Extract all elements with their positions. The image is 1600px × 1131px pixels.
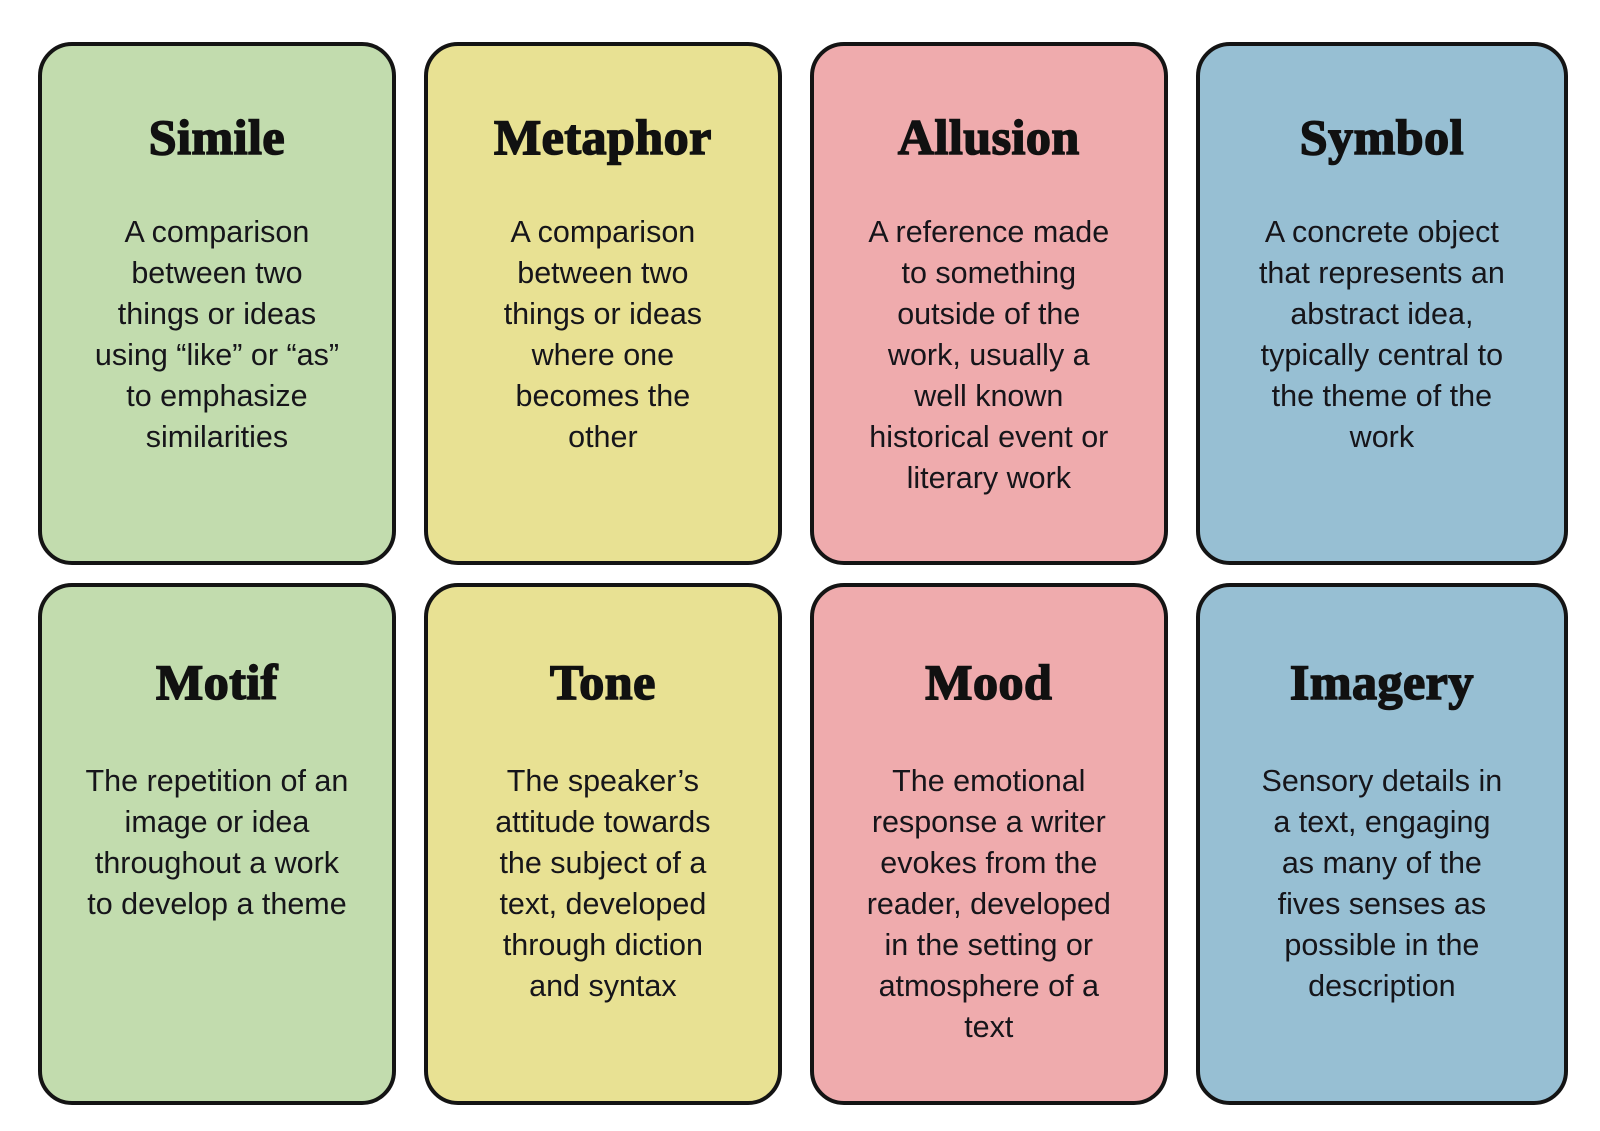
card-title: Allusion	[897, 109, 1080, 165]
card-definition: A concrete object that represents an abs…	[1258, 215, 1505, 455]
card-definition: The emotional response a writer evokes f…	[866, 763, 1111, 1044]
term-card-mood[interactable]: Mood The emotional response a writer evo…	[809, 582, 1168, 1105]
term-card-imagery[interactable]: Imagery Sensory details in a text, engag…	[1195, 582, 1568, 1105]
term-card-simile[interactable]: Simile A comparison between two things o…	[38, 42, 396, 565]
card-definition: A comparison between two things or ideas…	[94, 215, 339, 455]
card-title: Mood	[924, 653, 1053, 710]
card-definition: A reference made to something outside of…	[868, 215, 1110, 496]
card-definition: A comparison between two things or ideas…	[503, 215, 703, 455]
card-title: Motif	[155, 653, 278, 710]
term-card-allusion[interactable]: Allusion A reference made to something o…	[809, 42, 1168, 565]
card-definition: Sensory details in a text, engaging as m…	[1261, 763, 1503, 1003]
card-row-bottom: Motif The repetition of an image or idea…	[38, 582, 1568, 1105]
term-card-metaphor[interactable]: Metaphor A comparison between two things…	[423, 42, 782, 565]
card-definition: The speaker’s attitude towards the subje…	[495, 763, 711, 1003]
term-card-motif[interactable]: Motif The repetition of an image or idea…	[38, 582, 396, 1105]
card-row-top: Simile A comparison between two things o…	[38, 42, 1568, 565]
card-title: Simile	[148, 109, 286, 165]
card-title: Symbol	[1299, 109, 1464, 165]
card-title: Metaphor	[493, 109, 712, 165]
term-card-symbol[interactable]: Symbol A concrete object that represents…	[1195, 42, 1568, 565]
term-card-tone[interactable]: Tone The speaker’s attitude towards the …	[423, 582, 782, 1105]
card-definition: The repetition of an image or idea throu…	[85, 763, 349, 921]
card-title: Tone	[549, 653, 656, 710]
card-title: Imagery	[1289, 653, 1474, 710]
